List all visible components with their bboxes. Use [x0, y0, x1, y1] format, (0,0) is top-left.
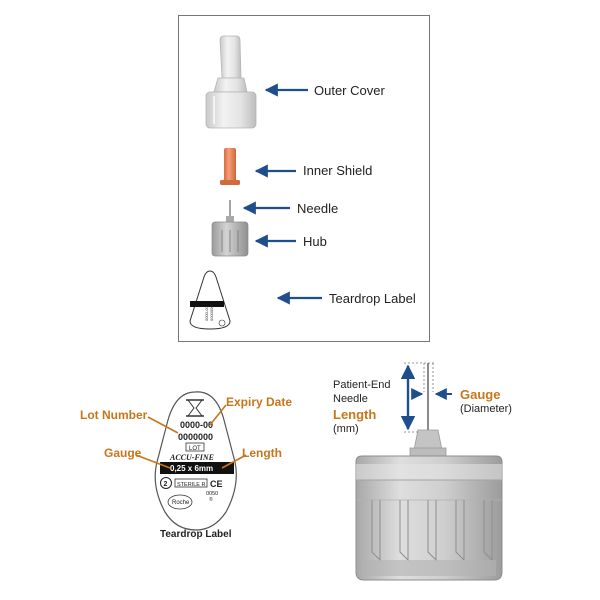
teardrop-single-use: 2 — [164, 481, 168, 488]
label-outer-cover: Outer Cover — [314, 83, 385, 98]
callout-lot-number: Lot Number — [80, 408, 148, 422]
teardrop-label-image-small: 0000-00 0000000 — [189, 270, 231, 330]
label-needle: Needle — [297, 201, 339, 216]
teardrop-ce: CE — [210, 479, 223, 489]
length-unit: (mm) — [333, 423, 359, 435]
label-inner-shield: Inner Shield — [303, 163, 373, 178]
gauge-desc: (Diameter) — [460, 403, 512, 415]
teardrop-sterile: STERILE R — [177, 482, 205, 488]
needle-image — [226, 200, 234, 222]
top-panel-frame — [178, 15, 430, 342]
patient-end-line1: Patient-End — [333, 379, 391, 391]
teardrop-lot-symbol: LOT — [189, 446, 201, 452]
callout-line-length — [221, 454, 247, 469]
label-hub: Hub — [303, 234, 327, 249]
teardrop-size: 0,25 x 6mm — [170, 464, 213, 473]
callout-expiry-date: Expiry Date — [226, 395, 293, 409]
label-teardrop: Teardrop Label — [329, 291, 416, 306]
outer-cover-image — [205, 35, 257, 129]
teardrop-expiry-code: 0000-00 — [180, 420, 213, 430]
callout-line-gauge — [135, 454, 171, 469]
gauge-label: Gauge — [460, 387, 501, 402]
hub-image — [211, 221, 249, 257]
callout-line-lot-number — [147, 416, 179, 434]
svg-text:®: ® — [209, 496, 213, 503]
patient-end-line2: Needle — [333, 393, 368, 405]
length-label: Length — [333, 407, 377, 422]
svg-text:0000000: 0000000 — [209, 305, 214, 321]
svg-text:0000-00: 0000-00 — [204, 306, 209, 321]
callout-gauge: Gauge — [104, 446, 142, 460]
teardrop-ce-number: 0050 — [206, 491, 218, 497]
teardrop-brand: ACCU-FINE — [169, 453, 214, 462]
inner-shield-image — [220, 148, 240, 185]
teardrop-lot-code: 0000000 — [178, 432, 213, 442]
needle-hub-closeup — [355, 363, 503, 581]
callout-line-expiry-date — [209, 404, 227, 426]
teardrop-caption: Teardrop Label — [160, 529, 232, 540]
teardrop-label-large: ® — [154, 391, 237, 531]
callout-length: Length — [242, 446, 282, 460]
teardrop-maker: Roche — [172, 500, 190, 506]
